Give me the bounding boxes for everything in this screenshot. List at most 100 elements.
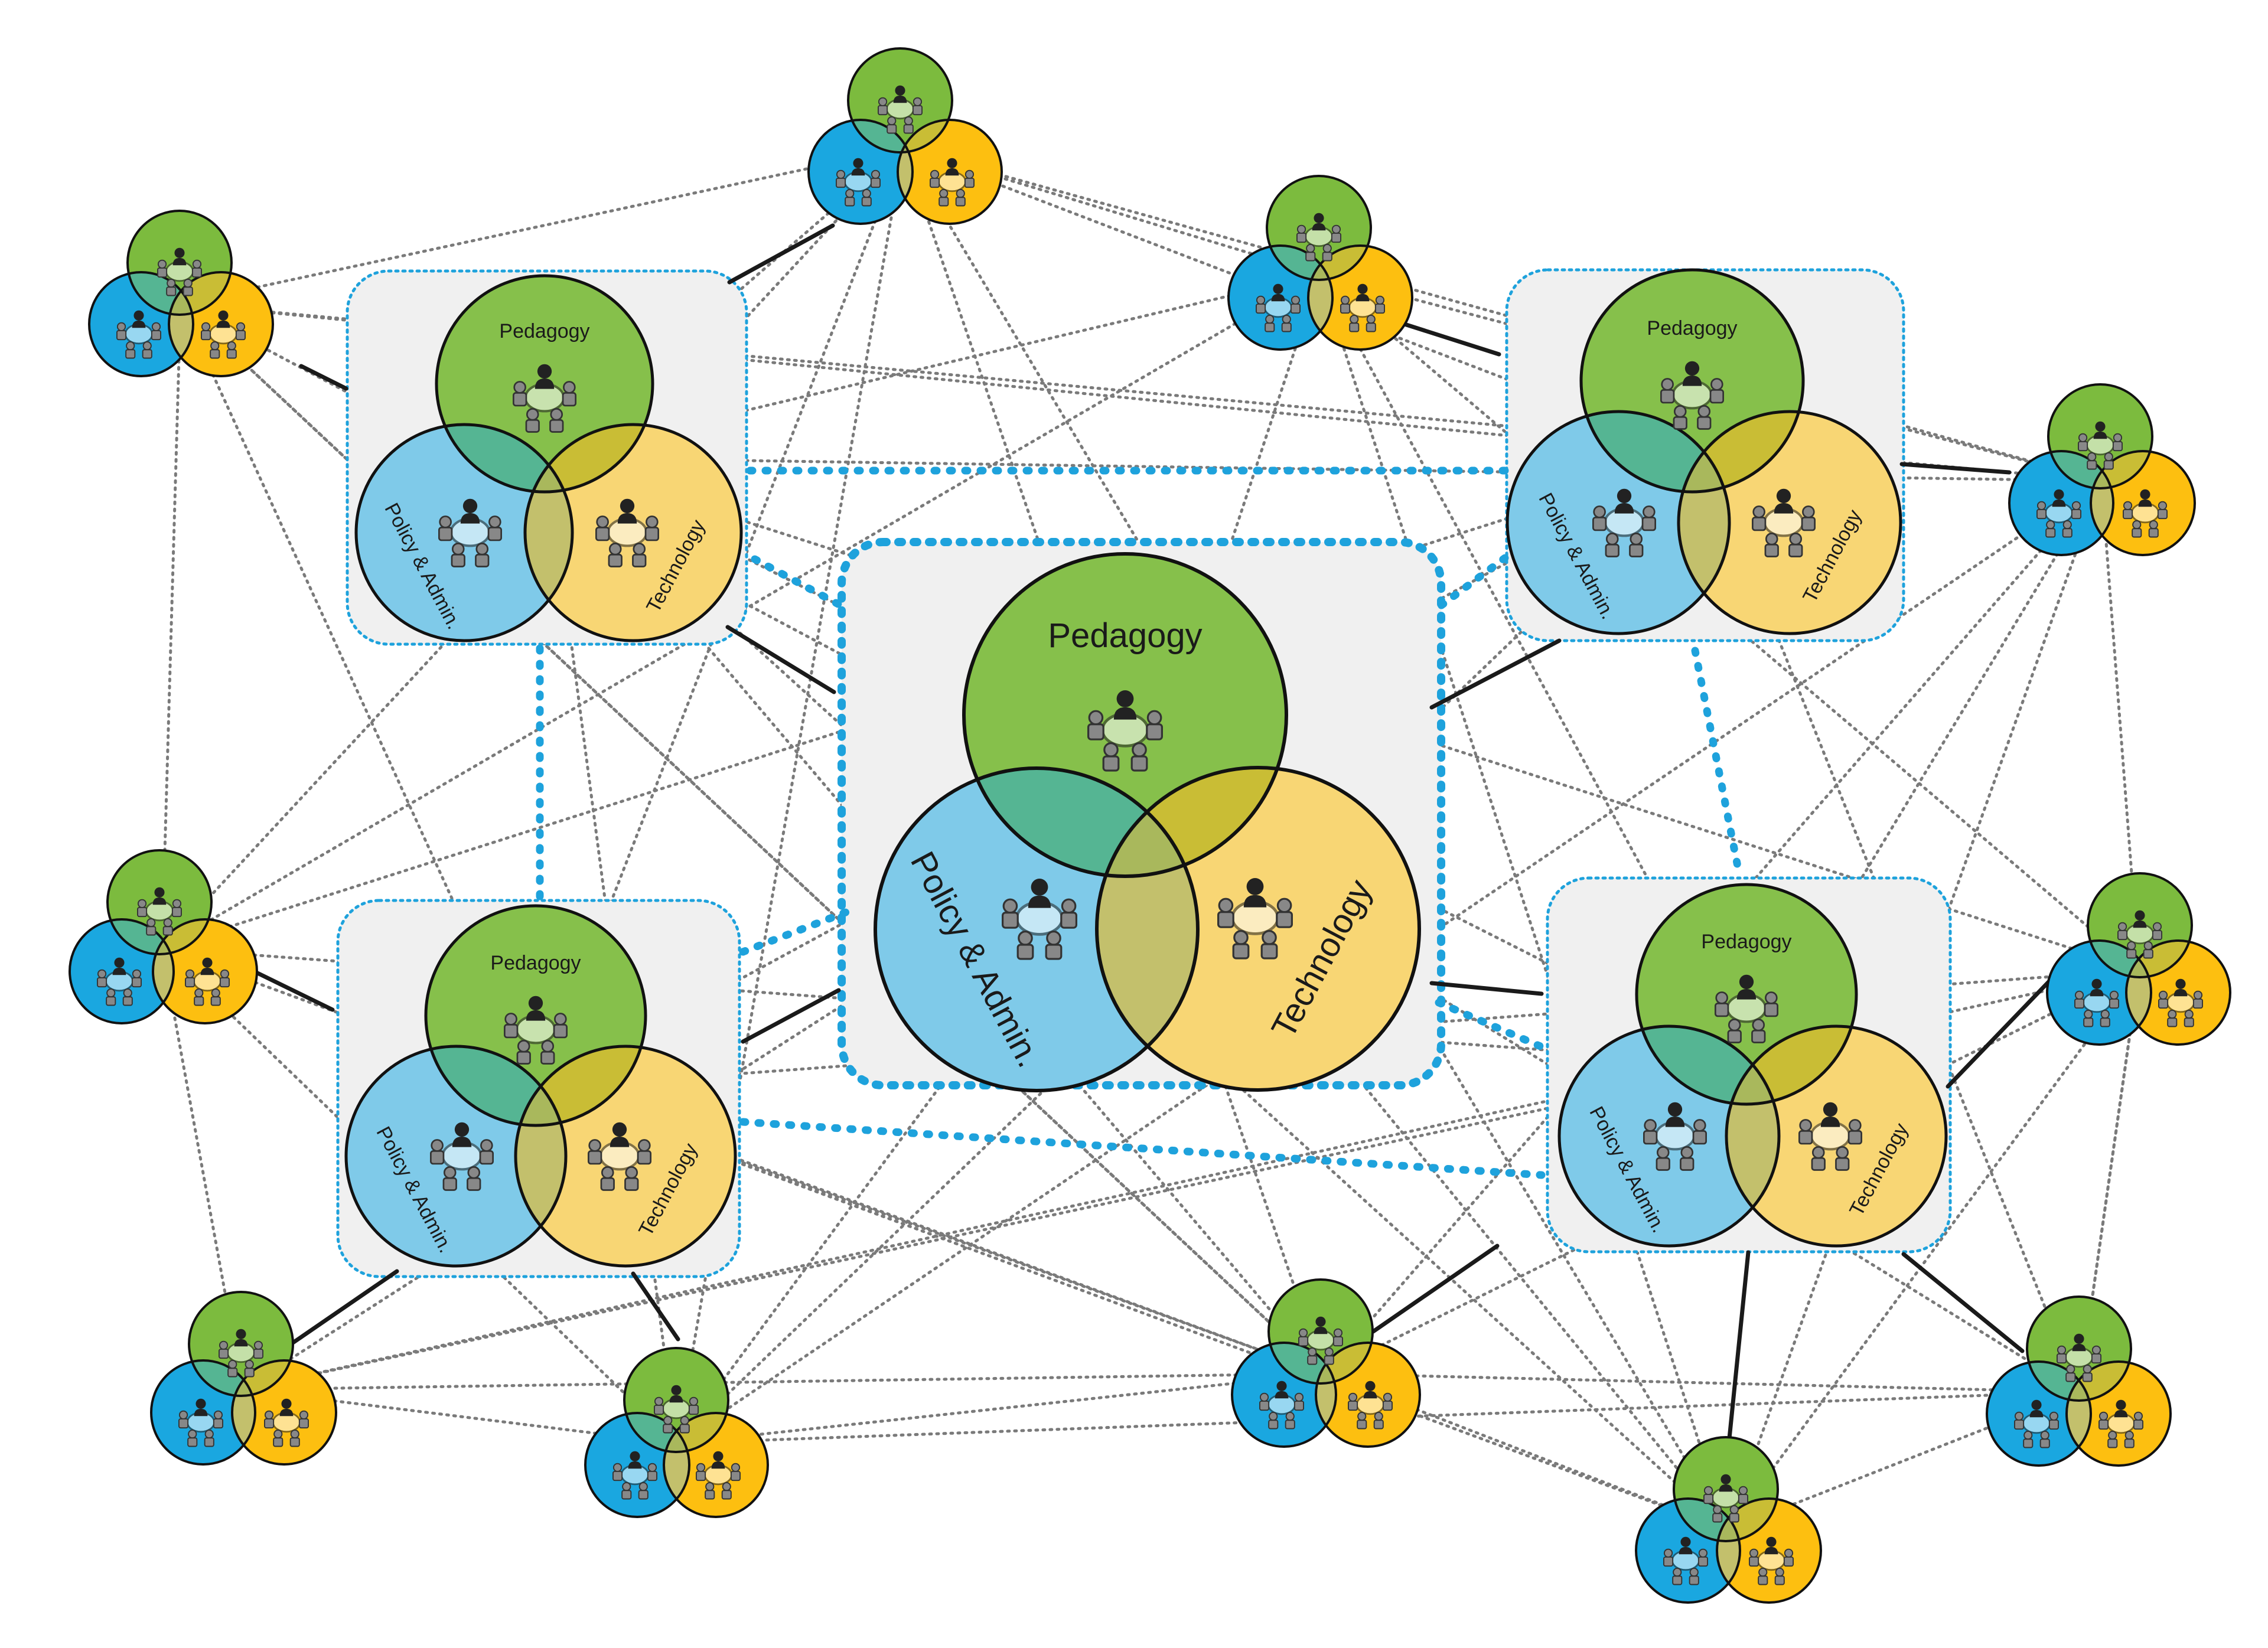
- pedagogy-label: Pedagogy: [1048, 616, 1202, 655]
- overlap-pedagogy-policy: [1267, 246, 1332, 280]
- dotted-link-26: [545, 456, 2103, 482]
- solid-link-14: [1727, 1250, 1751, 1441]
- solid-link-9: [1429, 981, 1544, 996]
- overlap-pedagogy-technology: [153, 919, 211, 954]
- venn-outline: [168, 271, 274, 377]
- dotted-link-9: [902, 146, 1729, 1532]
- venn-outline: [2046, 939, 2152, 1046]
- venn-outline: [1227, 244, 1334, 351]
- dashed-link-3: [1433, 554, 1509, 612]
- solid-link-1: [727, 223, 835, 285]
- venn-outline: [231, 1359, 337, 1466]
- dotted-link-13: [160, 302, 183, 950]
- small-community-n3: [1227, 175, 1413, 351]
- solid-link-5: [1899, 462, 2012, 475]
- venn-outline: [623, 1347, 729, 1453]
- small-community-n11: [1635, 1436, 1822, 1604]
- venn-outline: [1579, 268, 1805, 494]
- small-community-n1: [807, 47, 1003, 225]
- dotted-link-35: [1726, 968, 2141, 1532]
- small-community-n7: [150, 1291, 337, 1466]
- venn-outline: [1315, 1342, 1421, 1448]
- small-community-n2: [88, 210, 274, 377]
- overlap-pedagogy-technology: [1308, 246, 1371, 280]
- small-community-n9: [1231, 1278, 1421, 1448]
- overlap-pedagogy-policy: [128, 272, 193, 315]
- venn-outline: [874, 766, 1200, 1092]
- venn-outline: [1635, 883, 1858, 1106]
- overlap-pedagogy-technology: [169, 272, 232, 315]
- pedagogy-label: Pedagogy: [499, 320, 589, 342]
- venn-outline: [188, 1291, 294, 1397]
- dotted-link-19: [1318, 273, 1751, 1066]
- venn-outline: [126, 210, 233, 316]
- venn-outline: [1267, 1278, 1374, 1385]
- overlap-pedagogy-policy: [436, 425, 572, 492]
- small-community-n6: [2046, 872, 2231, 1046]
- overlap-pedagogy-policy: [1637, 1026, 1779, 1104]
- overlap-pedagogy-technology: [516, 1046, 646, 1125]
- venn-outline: [2026, 1295, 2132, 1402]
- dotted-link-5: [674, 146, 905, 1445]
- pedagogy-label: Pedagogy: [1701, 931, 1791, 953]
- pedagogy-label: Pedagogy: [490, 952, 581, 974]
- solid-link-15: [1901, 1252, 2025, 1353]
- overlap-pedagogy-policy: [1269, 1343, 1336, 1383]
- overlap-pedagogy-policy: [426, 1046, 566, 1125]
- solid-link-2: [299, 364, 348, 391]
- venn-outline: [1673, 1436, 1779, 1542]
- overlap-pedagogy-technology: [2091, 451, 2152, 488]
- venn-outline: [897, 119, 1003, 225]
- venn-outline: [106, 849, 213, 955]
- overlap-pedagogy-technology: [2067, 1362, 2131, 1401]
- venn-outline: [1635, 1497, 1741, 1604]
- dotted-link-56: [1140, 812, 2081, 1394]
- overlap-pedagogy-technology: [1316, 1343, 1373, 1383]
- small-community-n10: [1986, 1295, 2172, 1467]
- dotted-link-42: [241, 1063, 1751, 1391]
- solid-link-7: [252, 969, 335, 1012]
- overlap-pedagogy-policy: [107, 919, 174, 954]
- venn-outline: [2090, 450, 2196, 556]
- dotted-link-1: [179, 146, 905, 305]
- overlap-pedagogy-technology: [1717, 1499, 1778, 1541]
- venn-outline: [354, 423, 574, 642]
- dashed-link-8: [739, 1118, 1546, 1179]
- dotted-link-48: [1322, 1372, 2081, 1394]
- overlap-pedagogy-policy: [1674, 1499, 1740, 1541]
- venn-outline: [344, 1045, 568, 1268]
- dashed-link-7: [1435, 998, 1544, 1050]
- venn-outline: [1307, 244, 1413, 351]
- venn-outline: [2087, 872, 2193, 978]
- venn-outline: [1506, 410, 1731, 635]
- dotted-link-62: [1140, 812, 1729, 1532]
- venn-outline: [663, 1412, 769, 1518]
- solid-link-13: [1371, 1244, 1500, 1334]
- solid-link-3: [725, 625, 836, 694]
- venn-outline: [1677, 410, 1902, 635]
- solid-link-6: [1429, 638, 1562, 710]
- dotted-link-27: [1726, 479, 2103, 1532]
- pedagogy-label: Pedagogy: [1647, 317, 1737, 340]
- venn-outline: [2008, 450, 2114, 556]
- small-community-n8: [584, 1347, 769, 1518]
- dashed-link-5: [1691, 647, 1744, 879]
- venn-outline: [2065, 1360, 2172, 1467]
- solid-links: [252, 223, 2057, 1441]
- overlap-pedagogy-technology: [525, 425, 653, 492]
- venn-outline: [2047, 383, 2153, 489]
- venn-outline: [523, 423, 743, 642]
- overlap-pedagogy-policy: [624, 1413, 689, 1452]
- venn-outline: [1095, 766, 1421, 1092]
- venn-outline: [1986, 1360, 2092, 1467]
- venn-outline: [514, 1045, 737, 1268]
- venn-outline: [584, 1412, 690, 1518]
- venn-outline: [1266, 175, 1372, 281]
- dashed-link-2: [751, 555, 850, 612]
- solid-link-8: [741, 988, 841, 1044]
